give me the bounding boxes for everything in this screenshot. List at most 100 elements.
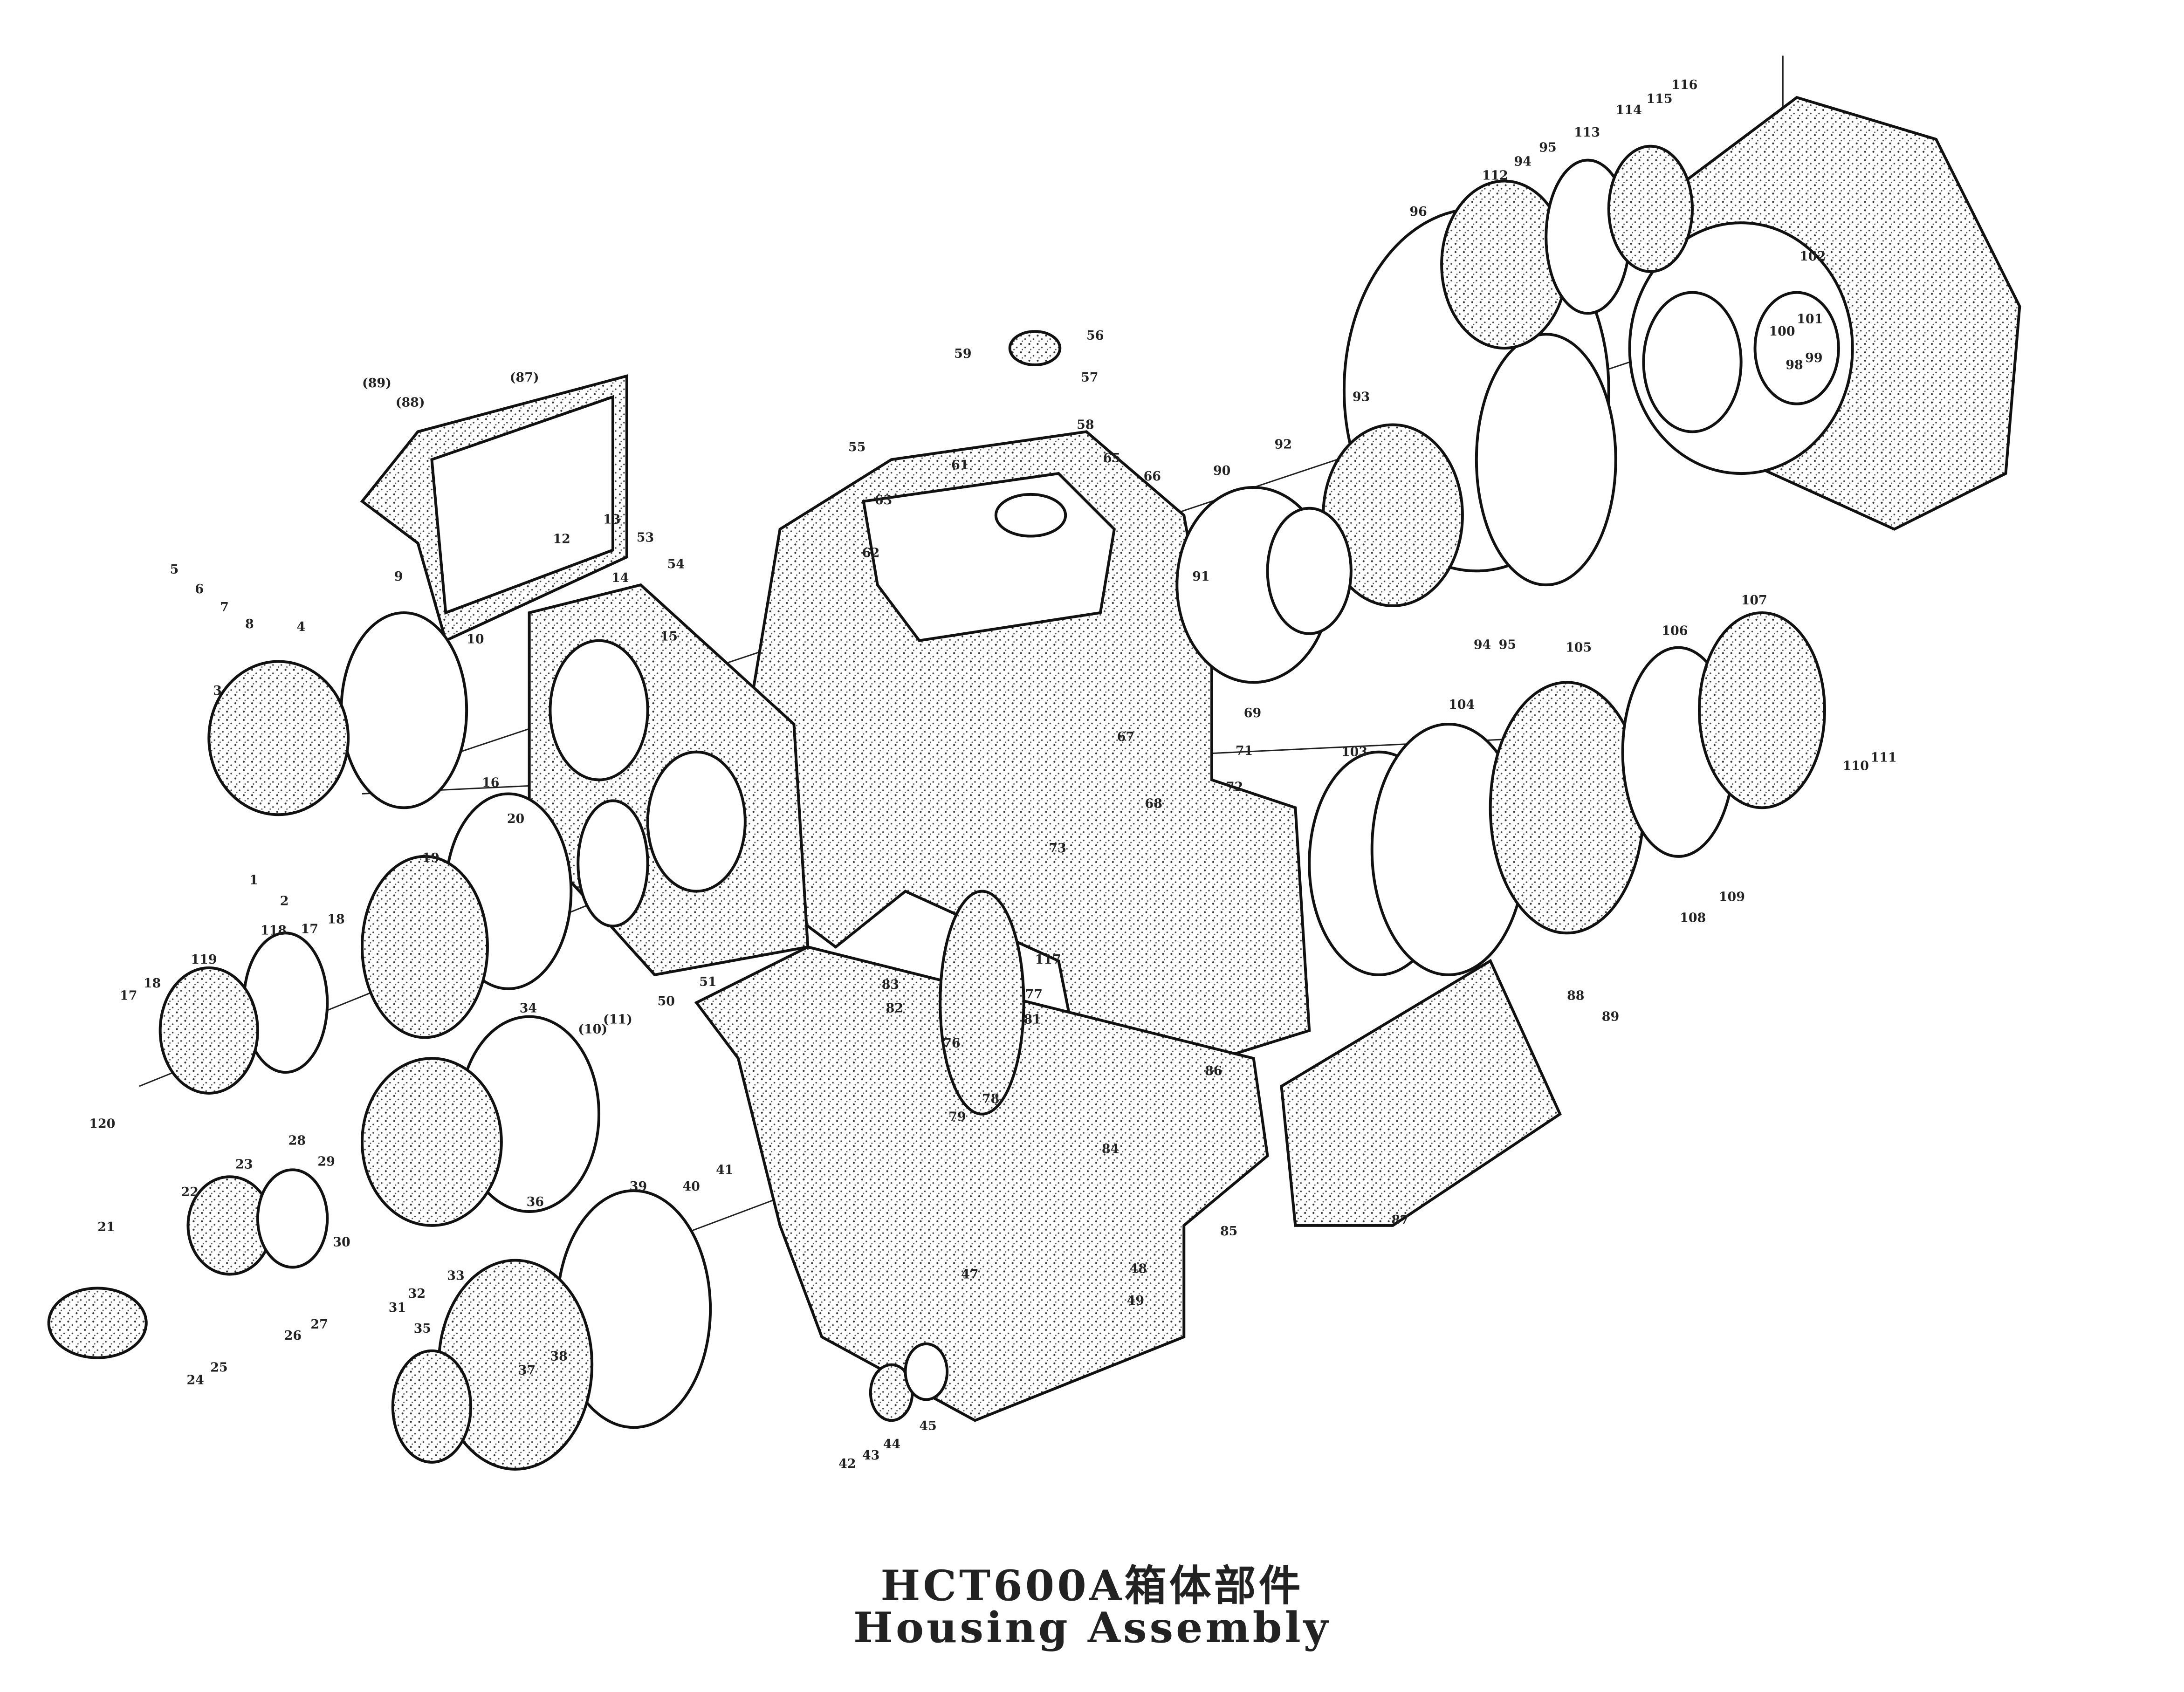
part-label-30: 30 [333, 1235, 350, 1250]
part-label-108: 108 [1680, 911, 1706, 925]
part-label-85: 85 [1220, 1224, 1237, 1239]
part-label-77: 77 [1025, 987, 1043, 1002]
part-label-104: 104 [1449, 698, 1475, 712]
part-label-20: 20 [507, 812, 524, 826]
part-label-58: 58 [1077, 418, 1094, 432]
part-label-66: 66 [1144, 469, 1161, 484]
part-label-6: 6 [195, 582, 204, 596]
part-label-38: 38 [550, 1349, 567, 1364]
part-label-3: 3 [213, 684, 222, 698]
part-label-12: 12 [553, 532, 570, 547]
part-label-16: 16 [482, 775, 499, 790]
part-label-15: 15 [660, 630, 678, 644]
part-label-78: 78 [982, 1092, 999, 1106]
part-label-29: 29 [317, 1154, 335, 1169]
part-label-113: 113 [1574, 125, 1600, 140]
part-label-55: 55 [848, 440, 865, 454]
part-label-41: 41 [716, 1163, 733, 1177]
part-label-49: 49 [1127, 1294, 1144, 1308]
part-label-83: 83 [882, 978, 899, 992]
part-label-82: 82 [886, 1001, 903, 1016]
part-label-21: 21 [97, 1220, 115, 1234]
part-label-10: 10 [467, 632, 484, 647]
part-label-73: 73 [1049, 841, 1066, 856]
part-label-105: 105 [1566, 641, 1592, 655]
part-label-48: 48 [1130, 1261, 1147, 1276]
part-label-93: 93 [1353, 390, 1370, 404]
part-label-119: 119 [191, 952, 217, 967]
part-label-33: 33 [447, 1268, 464, 1283]
part-label-87: 87 [1392, 1213, 1409, 1227]
part-label-1: 1 [249, 873, 258, 888]
part-label-98: 98 [1786, 358, 1803, 372]
part-label-34: 34 [520, 1001, 537, 1016]
part-label-28: 28 [288, 1134, 306, 1148]
part-label-24: 24 [186, 1373, 204, 1388]
part-label-17: 17 [120, 989, 137, 1003]
part-label-88: 88 [1567, 989, 1584, 1003]
part-label-115: 115 [1646, 92, 1672, 106]
part-label-5: 5 [170, 562, 179, 577]
part-label-69: 69 [1244, 706, 1261, 720]
part-label-67: 67 [1117, 730, 1134, 744]
part-label-56: 56 [1086, 329, 1104, 343]
part-label-31: 31 [389, 1301, 406, 1315]
part-label-117: 117 [1035, 952, 1061, 967]
part-label-109: 109 [1719, 890, 1745, 904]
part-label-51: 51 [699, 975, 716, 989]
part-label-102: 102 [1799, 249, 1826, 264]
part-label-18: 18 [327, 912, 344, 926]
part-label-7: 7 [220, 600, 229, 615]
part-label-50: 50 [658, 994, 675, 1009]
part-label-37: 37 [518, 1363, 536, 1378]
left-flange-plate [528, 583, 810, 977]
bell-housing [1628, 96, 2021, 531]
part-label-9: 9 [394, 569, 403, 584]
part-label-39: 39 [630, 1179, 647, 1194]
part-label-81: 81 [1024, 1013, 1041, 1027]
part-label-86: 86 [1205, 1064, 1222, 1078]
part-label-79: 79 [948, 1110, 966, 1124]
part-label-26: 26 [284, 1329, 302, 1343]
part-label-107: 107 [1741, 593, 1767, 608]
part-label-27: 27 [310, 1317, 328, 1332]
part-label-62: 62 [862, 546, 879, 560]
part-label-100: 100 [1769, 324, 1795, 339]
part-label-47: 47 [961, 1267, 978, 1281]
part-label-120: 120 [89, 1117, 115, 1131]
part-label-35: 35 [414, 1322, 431, 1336]
part-label-68: 68 [1145, 796, 1162, 811]
part-label-45: 45 [919, 1419, 936, 1433]
part-label-61: 61 [951, 458, 968, 473]
part-label-23: 23 [235, 1157, 253, 1171]
gaskets-and-rings [47, 144, 1826, 1471]
part-label-65: 65 [1103, 451, 1120, 466]
part-label-84: 84 [1102, 1142, 1119, 1156]
part-label-76: 76 [943, 1036, 960, 1050]
part-label-94: 94 [1474, 638, 1491, 652]
part-label-42: 42 [838, 1457, 856, 1471]
part-label-71: 71 [1236, 744, 1253, 758]
part-label-19: 19 [422, 851, 440, 865]
part-label-89: 89 [1602, 1010, 1619, 1024]
diagram-title-english: Housing Assembly [853, 1603, 1331, 1652]
part-label-111: 111 [1871, 751, 1897, 765]
part-label-13: 13 [603, 513, 620, 527]
part-label-25: 25 [210, 1361, 227, 1375]
part-label-94: 94 [1514, 155, 1532, 169]
part-label-10: (10) [578, 1022, 607, 1036]
part-label-88: (88) [396, 396, 425, 410]
part-label-114: 114 [1616, 103, 1642, 117]
part-label-2: 2 [280, 894, 289, 909]
part-label-90: 90 [1213, 464, 1230, 478]
part-label-96: 96 [1409, 205, 1427, 219]
part-label-59: 59 [954, 347, 971, 361]
part-label-54: 54 [667, 557, 685, 571]
part-label-18: 18 [144, 976, 161, 991]
diagram-title-model: HCT600A箱体部件 [880, 1561, 1304, 1610]
part-label-91: 91 [1192, 569, 1209, 584]
part-label-53: 53 [637, 531, 654, 545]
part-label-32: 32 [408, 1287, 426, 1301]
